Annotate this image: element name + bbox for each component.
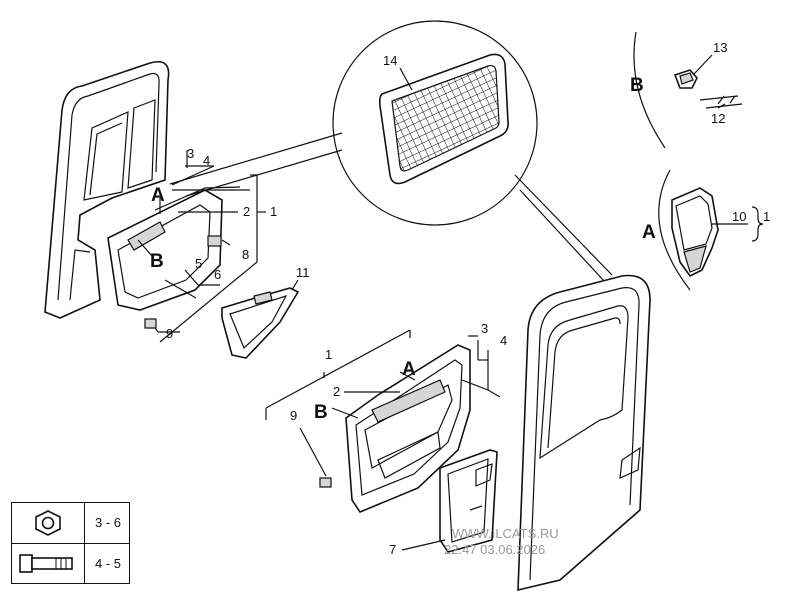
torque-legend: 3 - 6 4 - 5 — [11, 502, 130, 584]
callout-1-detail-a: 1 — [763, 209, 770, 224]
callout-10: 10 — [732, 209, 746, 224]
callout-1-left: 1 — [270, 204, 277, 219]
callout-9-left: 9 — [166, 326, 173, 341]
clip-part-8 — [207, 235, 222, 247]
right-callout-lines — [265, 329, 501, 551]
legend-nut-value: 3 - 6 — [95, 515, 122, 530]
view-letter-a-left: A — [151, 185, 165, 206]
callout-4-right: 4 — [500, 333, 507, 348]
callout-9-right: 9 — [290, 408, 297, 423]
hex-nut-icon — [35, 510, 61, 536]
right-inner-panel-7 — [439, 449, 498, 553]
right-door-trim-panel — [345, 344, 471, 513]
callout-2-left: 2 — [243, 204, 250, 219]
callout-14: 14 — [383, 53, 397, 68]
view-letter-a-detail: A — [642, 222, 656, 243]
callout-1-right: 1 — [325, 347, 332, 362]
callout-5-left: 5 — [195, 256, 202, 271]
legend-nut-value-cell: 3 - 6 — [84, 502, 130, 544]
callout-4-left: 4 — [203, 153, 210, 168]
watermark-site: WWW.ILCATS.RU — [452, 526, 559, 541]
legend-bolt-value-cell: 4 - 5 — [84, 543, 130, 584]
legend-bolt-cell — [11, 543, 85, 584]
view-letter-b-left: B — [150, 251, 164, 272]
callout-13: 13 — [713, 40, 727, 55]
legend-bolt-value: 4 - 5 — [95, 556, 122, 571]
watermark-date: 22.47 03.06.2026 — [444, 542, 545, 557]
left-door-trim-panel — [107, 186, 241, 311]
detail-a-arc — [658, 169, 764, 291]
right-door-drawing — [517, 274, 651, 592]
left-small-parts — [144, 235, 222, 329]
armrest-part-11 — [221, 279, 300, 359]
view-letter-a-right: A — [402, 359, 416, 380]
callout-2-right: 2 — [333, 384, 340, 399]
left-door-drawing — [44, 61, 170, 319]
callout-11: 11 — [296, 265, 310, 280]
bolt-icon — [19, 554, 73, 573]
legend-nut-cell — [11, 502, 85, 544]
view-letter-b-right: B — [314, 402, 328, 423]
view-letter-b-detail: B — [630, 75, 644, 96]
callout-8: 8 — [242, 247, 249, 262]
callout-7: 7 — [389, 542, 396, 557]
detail-b-arc — [633, 31, 743, 149]
magnifier-circle — [169, 20, 613, 283]
callout-3-left: 3 — [187, 146, 194, 161]
callout-6-left: 6 — [214, 267, 221, 282]
callout-3-right: 3 — [481, 321, 488, 336]
clip-part-9-right — [319, 477, 332, 488]
callout-12: 12 — [711, 111, 725, 126]
clip-part-9-left — [144, 318, 157, 329]
grille-part-14 — [378, 53, 509, 185]
